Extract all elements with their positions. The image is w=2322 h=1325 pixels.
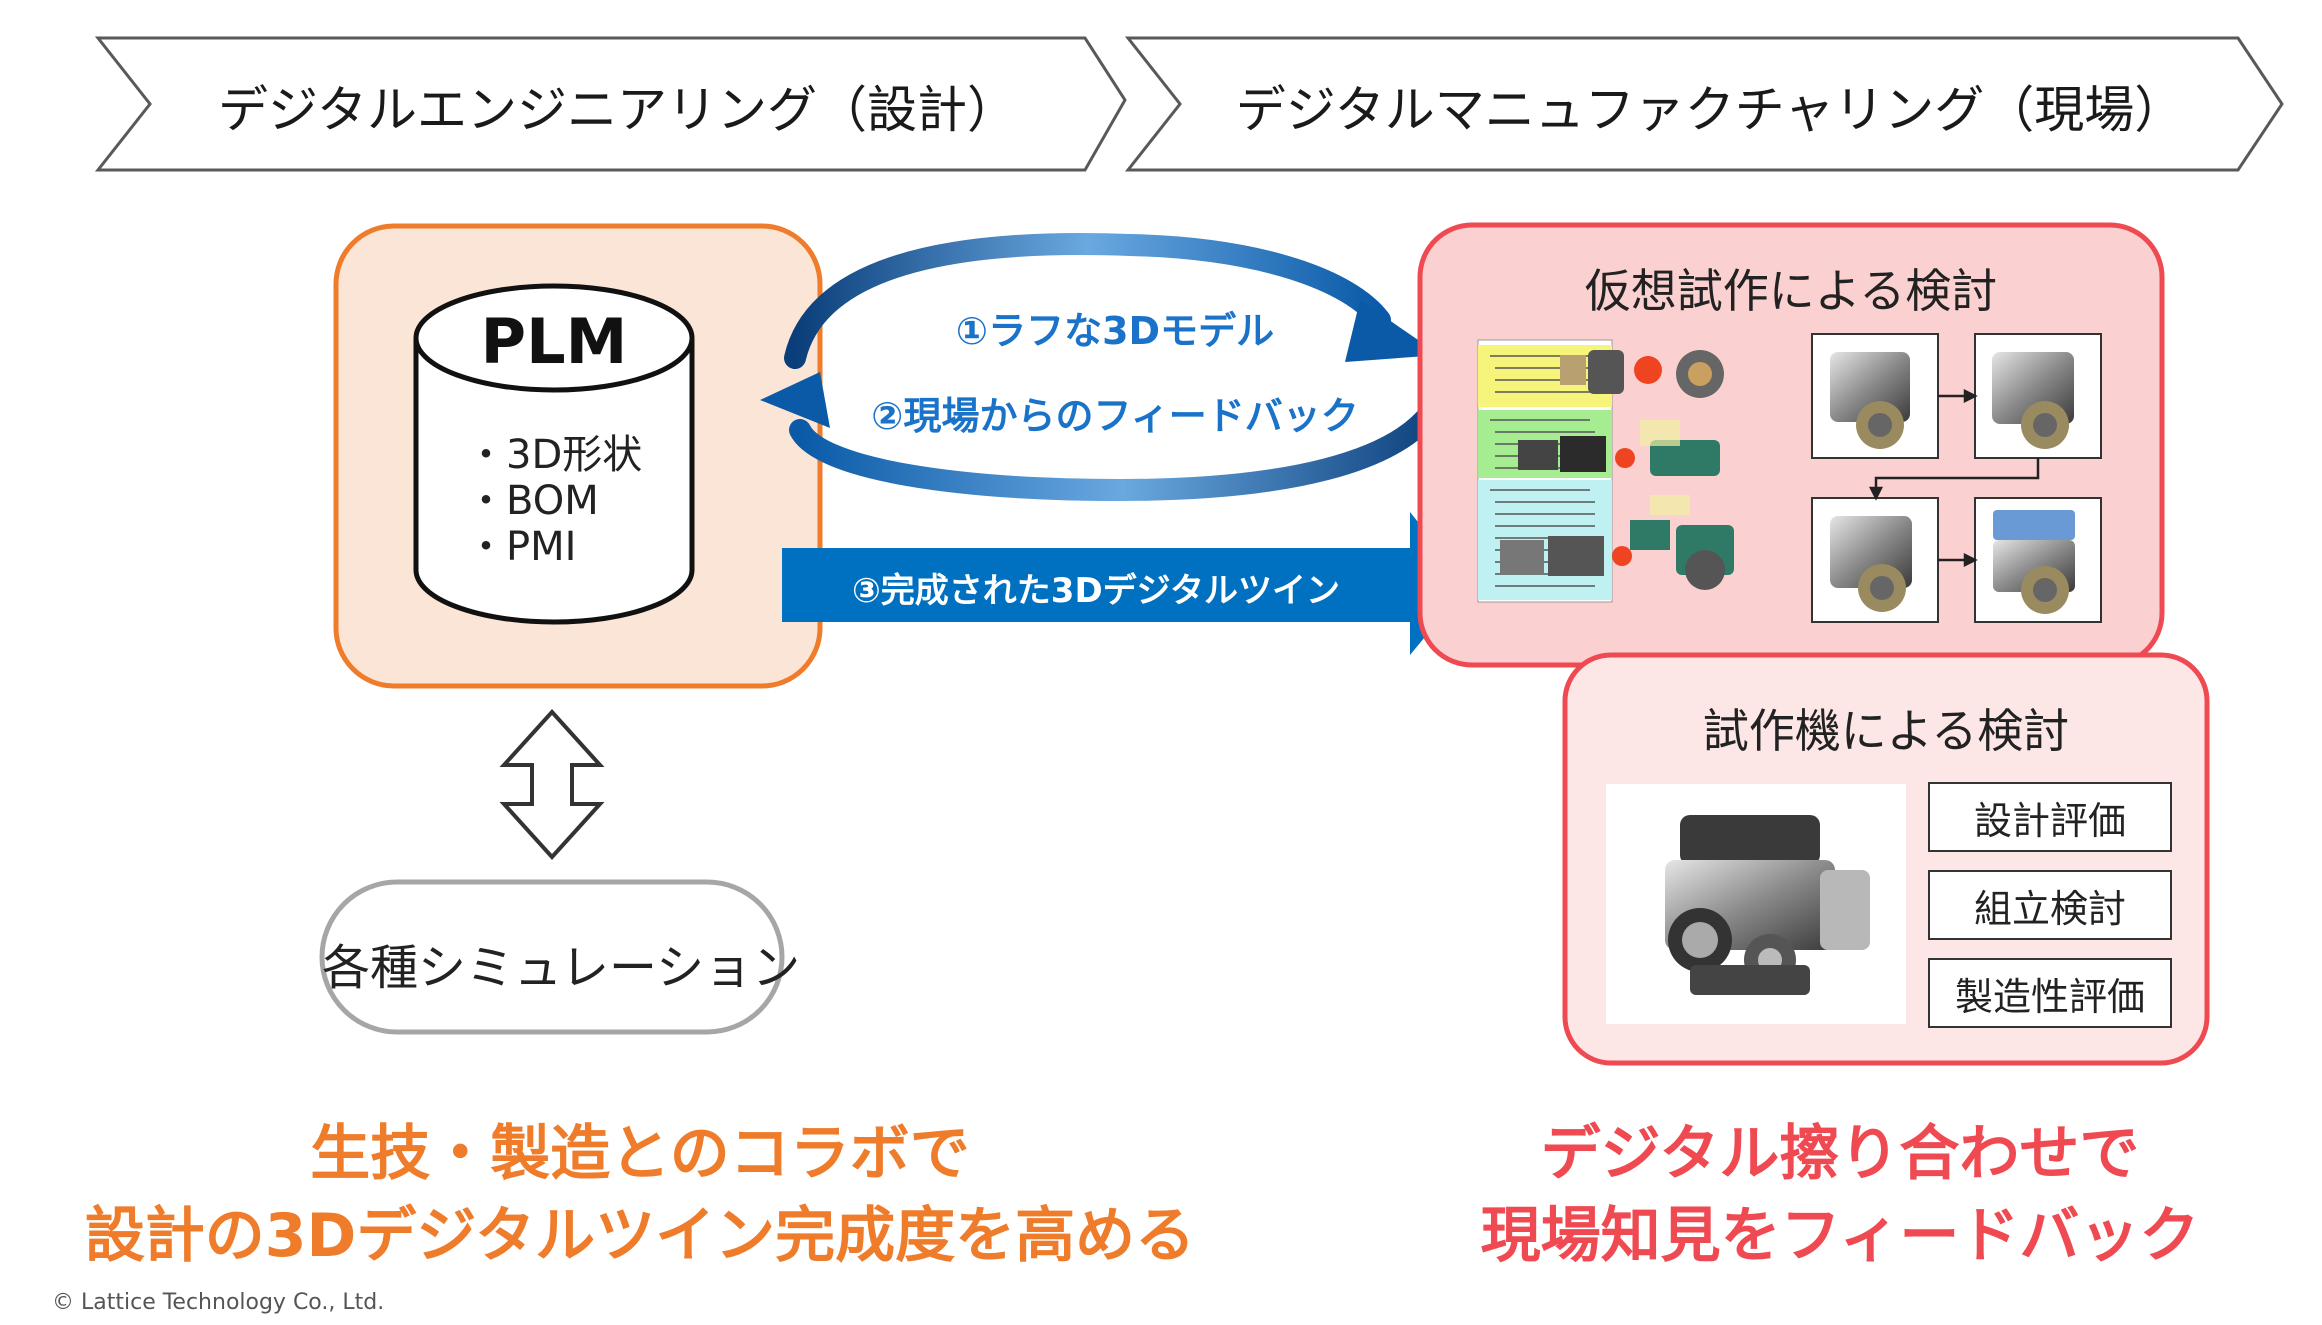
virtual-prototype-title: 仮想試作による検討 <box>1584 264 1998 318</box>
evaluation-design: 設計評価 <box>1928 782 2172 852</box>
phase-chevron-right <box>1124 36 2284 172</box>
simulation-box <box>319 879 785 1035</box>
evaluation-manufacturability: 製造性評価 <box>1928 958 2172 1028</box>
simulation-label: 各種シミュレーション <box>322 940 801 996</box>
right-message-line1: デジタル擦り合わせで <box>1540 1119 2140 1189</box>
engine-thumbnail-2 <box>1974 333 2102 459</box>
left-message: 生技・製造とのコラボで 設計の3Dデジタルツイン完成度を高める <box>60 1113 1220 1277</box>
feedback-label: ②現場からのフィードバック <box>871 394 1359 438</box>
phase-chevron-left <box>94 36 1127 172</box>
plm-item-list: ・3D形状 ・BOM ・PMI <box>466 432 642 570</box>
digital-twin-label: ③完成された3Dデジタルツイン <box>852 571 1340 611</box>
right-message: デジタル擦り合わせで 現場知見をフィードバック <box>1400 1113 2280 1277</box>
engine-thumbnail-3 <box>1811 497 1939 623</box>
plm-title: PLM <box>480 305 628 378</box>
feedback-arrow <box>760 372 1456 502</box>
copyright: © Lattice Technology Co., Ltd. <box>52 1290 385 1315</box>
engine-thumbnail-4 <box>1974 497 2102 623</box>
plm-item: ・BOM <box>466 478 599 524</box>
right-message-line2: 現場知見をフィードバック <box>1480 1201 2200 1271</box>
bidirectional-arrow-icon <box>499 709 605 860</box>
plm-item: ・3D形状 <box>466 432 643 478</box>
thumbnail-connectors <box>1868 388 2040 568</box>
phase-label-engineering: デジタルエンジニアリング（設計） <box>218 81 1017 139</box>
engine-thumbnail-1 <box>1811 333 1939 459</box>
digital-twin-arrow <box>782 512 1468 655</box>
rough-model-arrow <box>784 233 1440 369</box>
prototype-title: 試作機による検討 <box>1702 704 2070 758</box>
database-icon <box>413 283 695 625</box>
rough-model-label: ①ラフな3Dモデル <box>955 309 1275 353</box>
exploded-assembly-image <box>1500 350 1734 590</box>
evaluation-assembly: 組立検討 <box>1928 870 2172 940</box>
engine-photo <box>1606 784 1906 1024</box>
left-message-line1: 生技・製造とのコラボで <box>310 1119 970 1189</box>
left-message-line2: 設計の3Dデジタルツイン完成度を高める <box>84 1201 1196 1271</box>
phase-label-manufacturing: デジタルマニュファクチャリング（現場） <box>1235 81 2185 139</box>
plm-item: ・PMI <box>466 524 577 570</box>
